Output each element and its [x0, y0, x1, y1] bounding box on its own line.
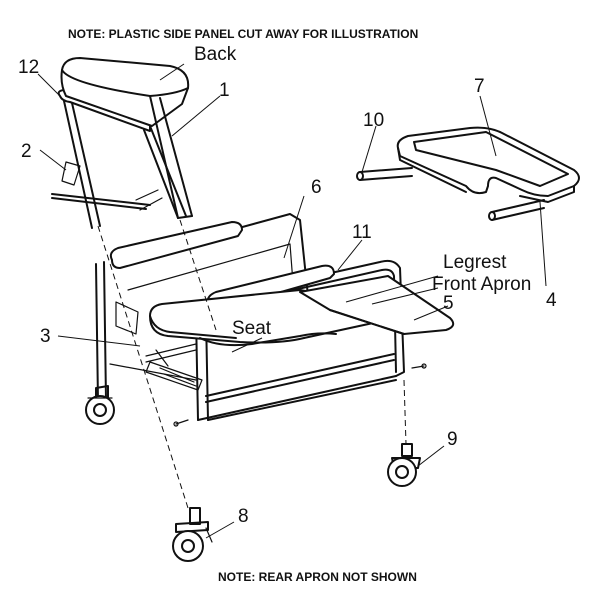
note-bottom: NOTE: REAR APRON NOT SHOWN: [218, 570, 417, 584]
callout-9: 9: [447, 429, 458, 450]
label-back: Back: [194, 44, 237, 65]
callout-7: 7: [474, 76, 485, 97]
alignment-lines: [97, 219, 407, 509]
callout-2: 2: [21, 141, 32, 162]
callout-8: 8: [238, 506, 249, 527]
callout-10: 10: [363, 110, 384, 131]
caster-front-9: [387, 443, 421, 487]
caster-rear: [85, 385, 115, 425]
tray: [356, 126, 580, 221]
back-frame: [51, 89, 187, 229]
back-cushion: [60, 57, 193, 219]
label-seat: Seat: [232, 318, 272, 339]
leader-lines: [37, 63, 547, 539]
note-top: NOTE: PLASTIC SIDE PANEL CUT AWAY FOR IL…: [68, 27, 418, 41]
callout-1: 1: [219, 80, 230, 101]
callout-5: 5: [443, 293, 454, 314]
caster-rear-8: [172, 507, 213, 562]
callout-3: 3: [40, 326, 51, 347]
callout-12: 12: [18, 57, 39, 78]
label-legrest: Legrest: [443, 252, 507, 273]
recline-mechanism: [115, 301, 203, 391]
label-front-apron: Front Apron: [432, 274, 531, 295]
callout-6: 6: [311, 177, 322, 198]
callout-4: 4: [546, 290, 557, 311]
callout-11: 11: [352, 222, 372, 243]
